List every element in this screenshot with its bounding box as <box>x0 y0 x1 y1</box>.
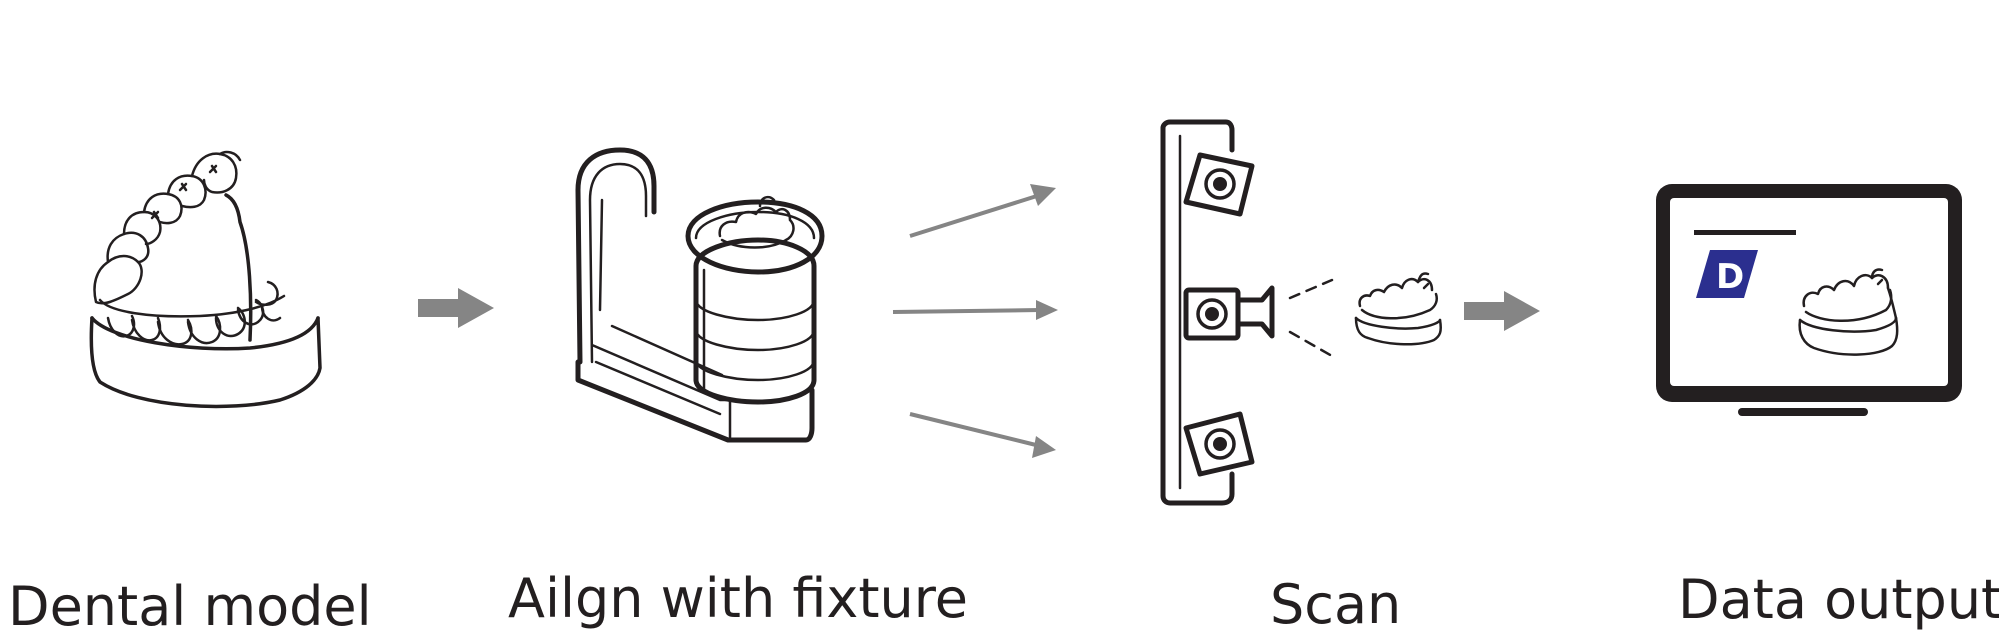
step-label-scan: Scan <box>1270 573 1402 636</box>
step-label-align-with-fixture: Ailgn with fixture <box>508 567 968 630</box>
arrow-down-right-icon <box>909 412 1056 458</box>
dental-model-icon <box>89 150 322 409</box>
step-label-dental-model: Dental model <box>8 575 372 638</box>
arrow-up-right-icon <box>909 184 1056 238</box>
logo-letter: D <box>1716 257 1744 297</box>
monitor-icon: D <box>1656 184 1962 416</box>
logo-icon <box>1696 250 1758 298</box>
arrow-right-icon <box>892 300 1058 320</box>
scanner-icon <box>1160 119 1442 506</box>
step-label-data-output: Data output <box>1678 568 1999 631</box>
arrow-right-icon <box>1464 291 1540 331</box>
arrow-right-icon <box>418 288 494 328</box>
fixture-icon <box>575 147 825 443</box>
